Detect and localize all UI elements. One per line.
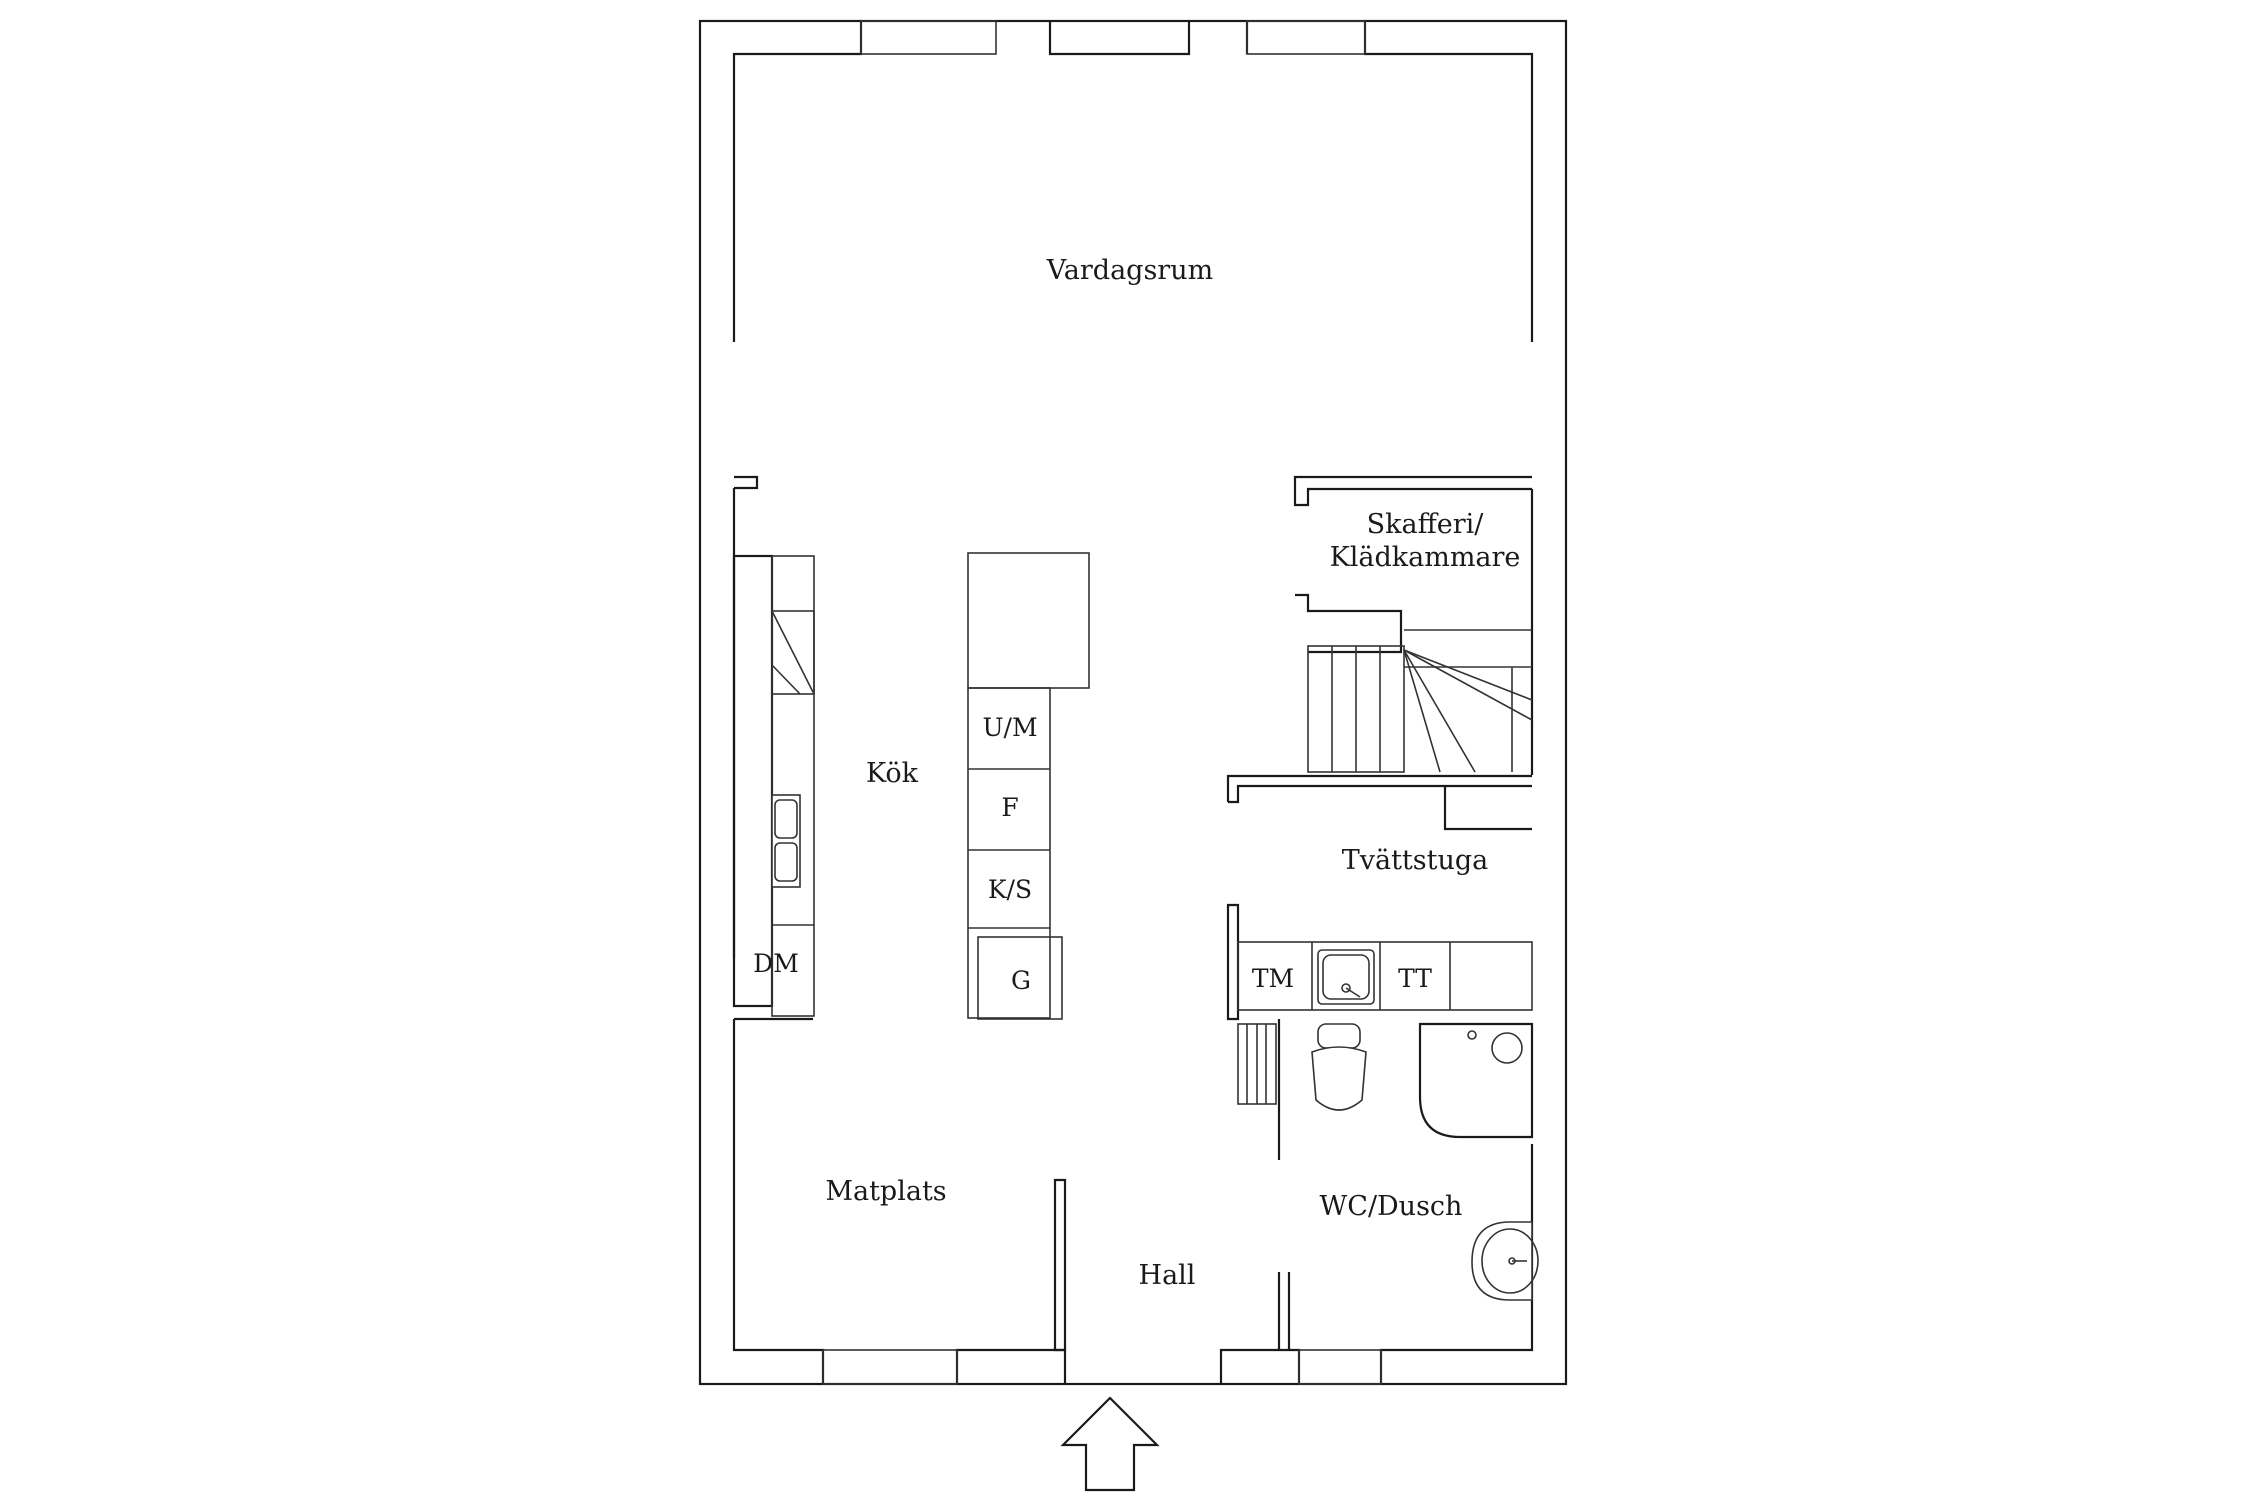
label-dm: DM bbox=[753, 949, 799, 978]
label-skafferi-line1: Skafferi/ bbox=[1367, 509, 1485, 540]
label-wc-dusch: WC/Dusch bbox=[1320, 1191, 1463, 1222]
interior-walls bbox=[734, 475, 1534, 1352]
label-tt: TT bbox=[1398, 964, 1432, 993]
label-hall: Hall bbox=[1139, 1260, 1196, 1291]
stairs-icon bbox=[1307, 629, 1533, 773]
washbasin-icon-wc bbox=[1471, 1221, 1539, 1301]
label-skafferi-line2: Klädkammare bbox=[1330, 542, 1521, 573]
kitchen-island bbox=[967, 552, 1090, 1020]
label-g: G bbox=[1011, 966, 1031, 995]
label-f: F bbox=[1001, 793, 1018, 822]
shower-icon bbox=[1418, 1022, 1534, 1139]
windows bbox=[822, 20, 1382, 1385]
sink-icon bbox=[771, 794, 801, 888]
label-matplats: Matplats bbox=[825, 1176, 946, 1207]
label-tm: TM bbox=[1252, 964, 1294, 993]
label-vardagsrum: Vardagsrum bbox=[1046, 255, 1213, 286]
label-kok: Kök bbox=[866, 758, 919, 789]
toilet-icon bbox=[1311, 1023, 1367, 1111]
radiator-icon bbox=[1237, 1023, 1277, 1105]
label-ks: K/S bbox=[988, 875, 1032, 904]
kitchen-counter-left bbox=[732, 554, 815, 1017]
laundry-counter bbox=[1237, 941, 1533, 1011]
washbasin-icon bbox=[1317, 949, 1375, 1005]
label-tvattstuga: Tvättstuga bbox=[1342, 845, 1489, 876]
arrow-up-icon bbox=[1060, 1396, 1160, 1492]
label-um: U/M bbox=[982, 713, 1037, 742]
